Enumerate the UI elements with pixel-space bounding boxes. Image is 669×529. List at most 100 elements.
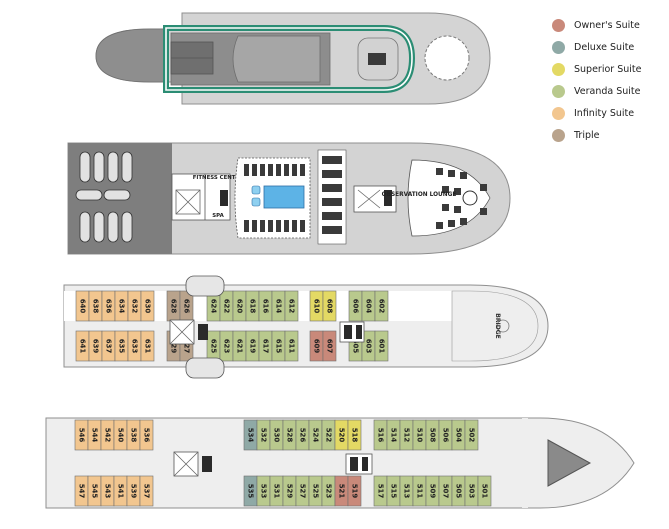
lounger: [244, 164, 249, 176]
lounge-chair: [442, 204, 449, 211]
cabin-number: 634: [118, 299, 126, 314]
cabin-631[interactable]: [140, 330, 155, 362]
cabin-number: 504: [455, 428, 463, 443]
lifeboat: [121, 151, 133, 183]
cabin-number: 521: [338, 484, 346, 499]
cabin-607[interactable]: [322, 330, 337, 362]
cabin-501[interactable]: [477, 475, 492, 507]
cabin-number: 516: [377, 428, 385, 443]
central-elevator-icon: [384, 190, 392, 206]
cabin-number: 539: [130, 484, 138, 499]
cabin-number: 639: [92, 339, 100, 354]
lifeboat: [107, 151, 119, 183]
cabin-502[interactable]: [464, 419, 479, 451]
cabin-number: 636: [105, 299, 113, 314]
cabin-number: 621: [236, 339, 244, 354]
lounge-center-table: [462, 190, 478, 206]
legend-swatch: [552, 18, 565, 32]
legend-swatch: [552, 84, 565, 98]
cabin-number: 620: [236, 299, 244, 314]
legend-label: Infinity Suite: [574, 107, 635, 119]
d6-elevator-icon: [198, 324, 208, 340]
cabin-number: 541: [117, 484, 125, 499]
legend-swatch: [552, 62, 565, 76]
cabin-number: 529: [286, 484, 294, 499]
cabin-number: 511: [416, 484, 424, 499]
cabin-number: 628: [170, 299, 178, 314]
cabin-number: 524: [312, 428, 320, 443]
cabin-number: 630: [144, 299, 152, 314]
lounge-chair: [442, 186, 449, 193]
cabin-518[interactable]: [347, 419, 362, 451]
lifeboats: [75, 151, 133, 243]
lounger: [300, 164, 305, 176]
cabin-number: 617: [262, 339, 270, 354]
cabin-number: 618: [249, 299, 257, 314]
cabin-537[interactable]: [139, 475, 154, 507]
cabin-number: 517: [377, 484, 385, 499]
lounge-chair: [480, 208, 487, 215]
bar-table: [322, 156, 342, 164]
cabin-number: 602: [378, 299, 386, 314]
elevator-icon: [220, 190, 228, 206]
cabin-number: 607: [326, 339, 334, 354]
legend-item: Superior Suite: [552, 58, 667, 80]
bar-seating: [322, 156, 342, 234]
lounge-chair: [436, 168, 443, 175]
cabin-number: 633: [131, 339, 139, 354]
pool: [263, 185, 305, 209]
cabin-611[interactable]: [284, 330, 299, 362]
legend-item: Deluxe Suite: [552, 36, 667, 58]
d6-stair-mark-b: [169, 319, 195, 345]
lounge-chair: [454, 206, 461, 213]
helipad-circle: [424, 35, 470, 81]
cabin-number: 533: [260, 484, 268, 499]
legend-item: Veranda Suite: [552, 80, 667, 102]
legend-swatch: [552, 106, 565, 120]
bridge-area: [451, 290, 539, 362]
cabin-601[interactable]: [374, 330, 389, 362]
bow-anchor-area: [547, 439, 592, 487]
cabin-number: 503: [468, 484, 476, 499]
cabin-number: 614: [275, 299, 283, 314]
cabin-number: 520: [338, 428, 346, 443]
lounge-chair: [454, 188, 461, 195]
cabin-number: 619: [249, 339, 257, 354]
central-stair-mark-b: [357, 189, 381, 209]
cabin-519[interactable]: [347, 475, 362, 507]
cabin-number: 603: [365, 339, 373, 354]
bridge-label: BRIDGE: [494, 313, 501, 338]
cabin-number: 505: [455, 484, 463, 499]
lounge-chair: [448, 220, 455, 227]
lifeboat: [75, 189, 103, 201]
cabin-number: 546: [78, 428, 86, 443]
cabin-number: 538: [130, 428, 138, 443]
stair-mark-b: [175, 189, 201, 215]
cabin-number: 641: [79, 339, 87, 354]
legend-label: Deluxe Suite: [574, 41, 635, 53]
deck-5-bow: [522, 418, 528, 508]
cabin-number: 612: [288, 299, 296, 314]
cabin-number: 601: [378, 339, 386, 354]
bridge-helm-icon: [496, 319, 510, 333]
cabin-612[interactable]: [284, 290, 299, 322]
cabin-number: 506: [442, 428, 450, 443]
cabin-602[interactable]: [374, 290, 389, 322]
lounger: [244, 220, 249, 232]
legend-label: Veranda Suite: [574, 85, 641, 97]
cabin-number: 523: [325, 484, 333, 499]
cabin-number: 513: [403, 484, 411, 499]
cabin-number: 627: [183, 339, 191, 354]
cabin-number: 622: [223, 299, 231, 314]
cabin-608[interactable]: [322, 290, 337, 322]
cabin-number: 624: [210, 299, 218, 314]
cabin-630[interactable]: [140, 290, 155, 322]
lounger: [284, 164, 289, 176]
lounger: [268, 220, 273, 232]
lifeboat: [93, 151, 105, 183]
cabin-536[interactable]: [139, 419, 154, 451]
